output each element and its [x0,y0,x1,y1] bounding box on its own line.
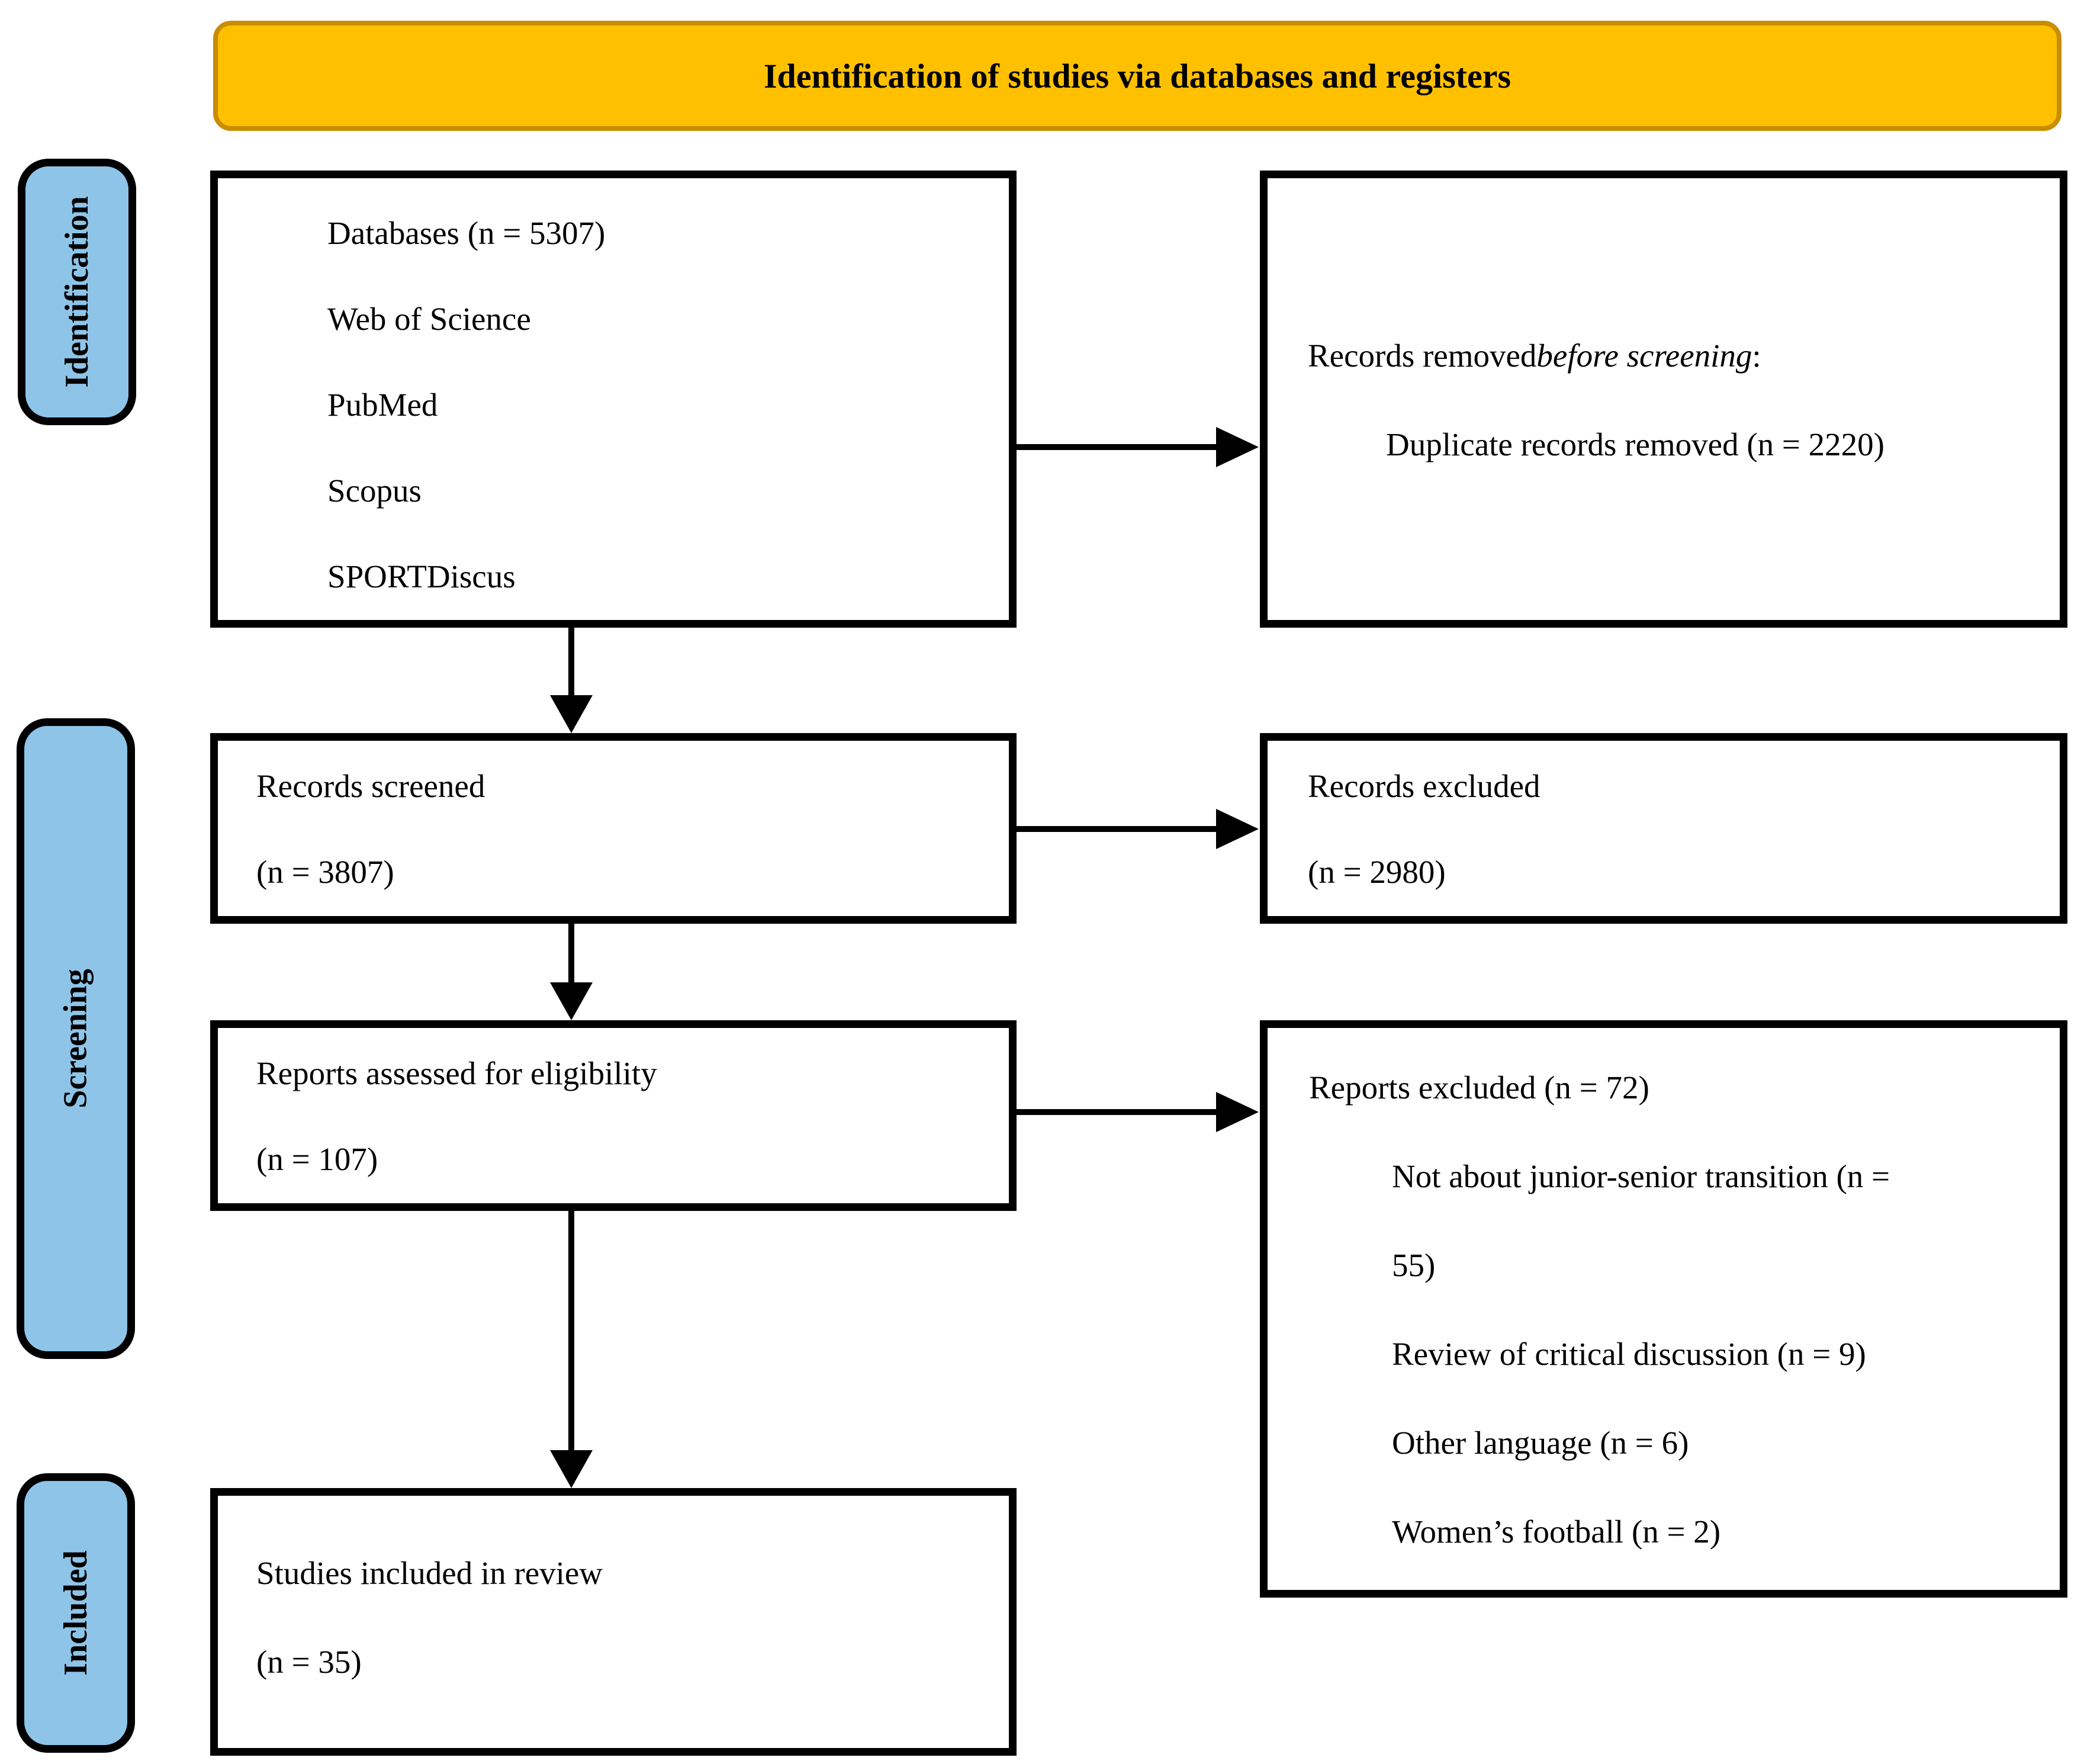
records-excluded-label: Records excluded [1308,768,1541,804]
arrow-screened-to-assessed-head [550,982,593,1020]
box-reports-excluded-content: Reports excluded (n = 72) Not about juni… [1268,1028,2060,1576]
database-sportdiscus: SPORTDiscus [327,558,516,595]
arrow-identified-to-removed-head [1216,427,1259,467]
records-screened-count: (n = 3807) [256,854,394,890]
studies-included-count: (n = 35) [256,1643,362,1680]
box-records-identified-content: Databases (n = 5307) Web of Science PubM… [218,178,1009,619]
databases-count-line: Databases (n = 5307) [327,215,606,251]
arrow-assessed-to-excluded-shaft [1017,1109,1221,1115]
arrow-assessed-to-included-shaft [568,1211,574,1453]
arrow-identified-to-screened-shaft [568,628,574,698]
stage-label-screening-text: Screening [57,969,94,1108]
arrow-assessed-to-excluded-head [1216,1092,1259,1132]
box-studies-included: Studies included in review (n = 35) [210,1488,1017,1756]
records-removed-suffix: : [1752,337,1761,374]
reports-assessed-count: (n = 107) [256,1141,378,1177]
arrow-screened-to-excluded-shaft [1017,826,1221,832]
exclusion-reason-transition-wrap: 55) [1392,1246,1436,1283]
database-scopus: Scopus [327,473,422,509]
box-reports-assessed-content: Reports assessed for eligibility (n = 10… [218,1028,1009,1202]
box-reports-assessed: Reports assessed for eligibility (n = 10… [210,1020,1017,1211]
arrow-identified-to-screened-head [550,695,593,733]
box-reports-excluded: Reports excluded (n = 72) Not about juni… [1260,1020,2067,1598]
records-screened-label: Records screened [256,768,485,804]
box-records-removed: Records removed before screening: Duplic… [1260,171,2067,628]
arrow-assessed-to-included-head [550,1450,593,1488]
header-banner: Identification of studies via databases … [213,21,2062,131]
box-studies-included-content: Studies included in review (n = 35) [218,1496,1009,1706]
stage-label-screening: Screening [17,718,135,1359]
studies-included-label: Studies included in review [256,1554,603,1591]
records-removed-prefix: Records removed [1308,337,1537,374]
database-pubmed: PubMed [327,387,438,423]
exclusion-reason-womens-football: Women’s football (n = 2) [1392,1513,1721,1550]
box-records-screened: Records screened (n = 3807) [210,733,1017,924]
stage-label-included-text: Included [57,1550,95,1676]
reports-excluded-heading: Reports excluded (n = 72) [1309,1069,1649,1106]
exclusion-reason-language: Other language (n = 6) [1392,1424,1689,1461]
records-removed-italic: before screening [1536,337,1752,374]
box-records-screened-content: Records screened (n = 3807) [218,741,1009,915]
reports-assessed-label: Reports assessed for eligibility [256,1055,657,1091]
exclusion-reason-transition: Not about junior-senior transition (n = [1392,1158,1890,1194]
exclusion-reason-review: Review of critical discussion (n = 9) [1392,1335,1866,1372]
arrow-identified-to-removed-shaft [1017,444,1221,450]
box-records-identified: Databases (n = 5307) Web of Science PubM… [210,171,1017,628]
box-records-removed-content: Records removed before screening: Duplic… [1268,178,2060,489]
arrow-screened-to-assessed-shaft [568,924,574,984]
stage-label-identification-text: Identification [59,196,95,388]
stage-label-included: Included [17,1473,135,1753]
stage-label-identification: Identification [18,159,136,425]
duplicates-removed-line: Duplicate records removed (n = 2220) [1386,426,1884,462]
box-records-excluded-content: Records excluded (n = 2980) [1268,741,2060,915]
records-excluded-count: (n = 2980) [1308,854,1446,890]
database-web-of-science: Web of Science [327,301,531,337]
header-title: Identification of studies via databases … [763,56,1511,95]
records-removed-heading: Records removed before screening: [1308,311,2042,400]
arrow-screened-to-excluded-head [1216,809,1259,849]
box-records-excluded: Records excluded (n = 2980) [1260,733,2067,924]
